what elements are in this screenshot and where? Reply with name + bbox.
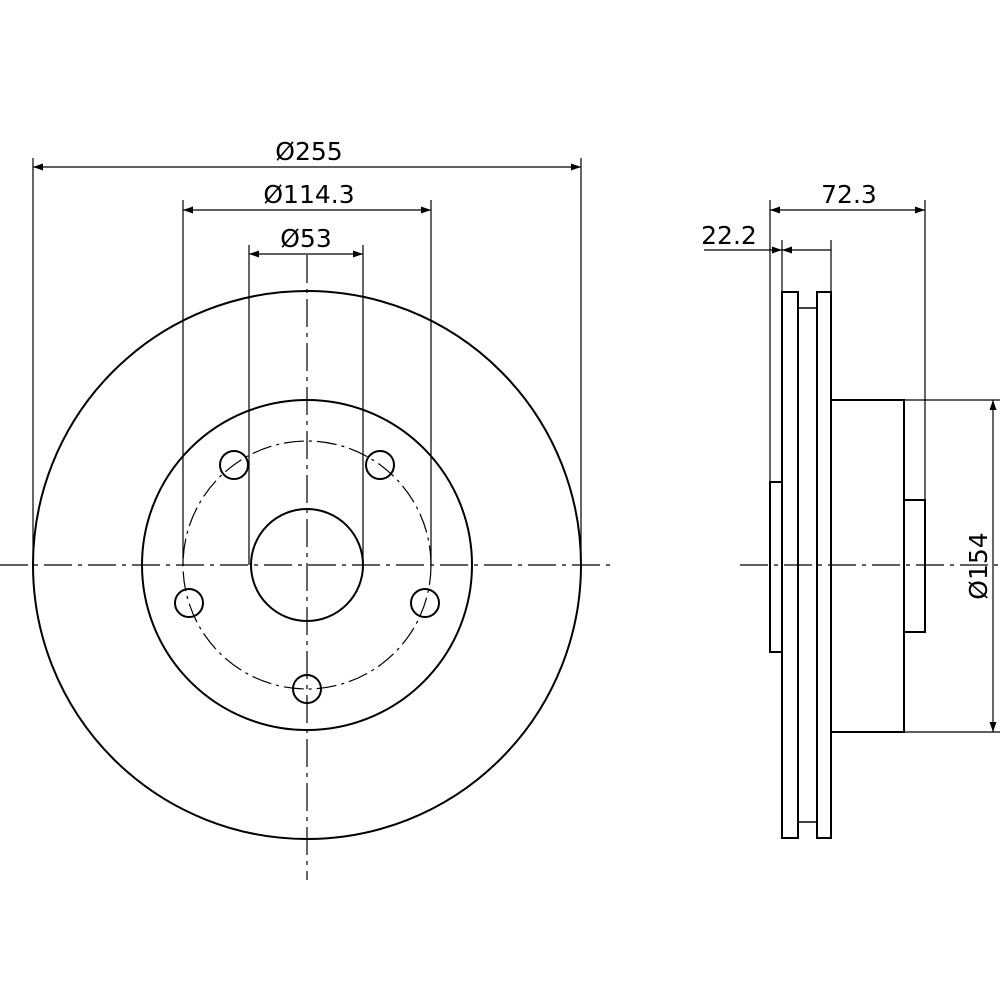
overall-height-label: 72.3 <box>821 180 877 209</box>
hub-face-edge <box>141 399 473 731</box>
bolt-hole-upper-right <box>365 450 395 480</box>
center-bore-label: Ø53 <box>280 224 332 253</box>
disc-thickness-label: 22.2 <box>701 221 757 250</box>
friction-plate-outer <box>781 291 799 839</box>
bolt-circle-label: Ø114.3 <box>263 180 354 209</box>
bolt-hole-upper-left <box>219 450 249 480</box>
bolt-hole-left <box>174 588 204 618</box>
outer-diameter-label: Ø255 <box>275 137 342 166</box>
hat-section <box>830 399 905 733</box>
bolt-hole-right <box>410 588 440 618</box>
pilot-boss-left <box>769 481 783 653</box>
hat-diameter-label: Ø154 <box>964 532 993 599</box>
front-view <box>0 158 615 880</box>
bolt-hole-bottom <box>292 674 322 704</box>
hub-step <box>903 499 926 633</box>
side-view <box>704 200 1000 839</box>
